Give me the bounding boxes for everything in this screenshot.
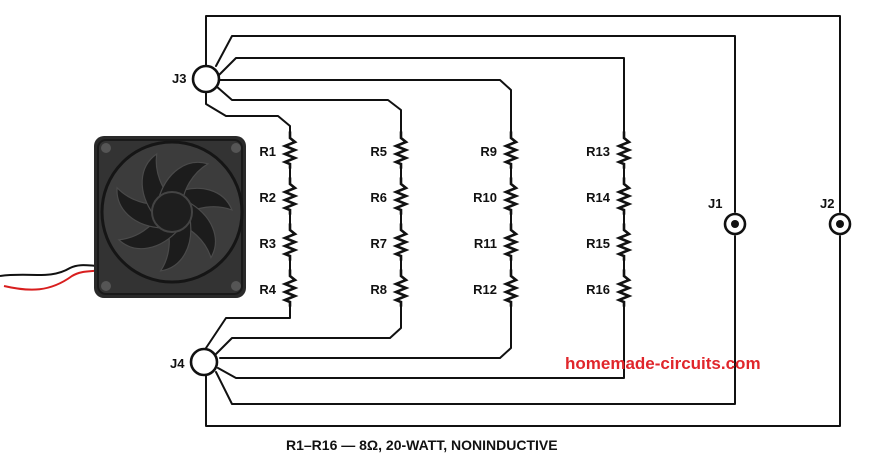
resistor-r13-label: R13 [586,144,610,159]
resistor-r15-symbol [615,222,633,262]
wire-j3-r1 [205,91,291,133]
jack-j3-label: J3 [172,71,186,86]
resistor-r10-symbol [502,176,520,216]
fan-red-wire [3,269,101,291]
watermark-text: homemade-circuits.com [565,354,761,373]
jack-j2-label: J2 [820,196,834,211]
fan-mount-hole-icon [231,281,241,291]
wire-j4-j2-bottom [205,235,841,427]
resistor-r4-symbol [281,268,299,308]
jack-j2-pin-icon [836,220,844,228]
wire-j3-r9 [218,79,512,133]
resistor-r11-label: R11 [474,236,497,251]
resistor-r15-label: R15 [586,236,610,251]
resistor-r16-symbol [615,268,633,308]
resistor-r8-label: R8 [370,282,387,297]
resistor-r4-label: R4 [259,282,276,297]
cooling-fan-image [0,136,246,298]
resistor-r6-symbol [392,176,410,216]
resistor-r1-symbol [281,130,299,170]
resistor-r9-label: R9 [480,144,497,159]
resistor-r9-symbol [502,130,520,170]
resistor-r12-label: R12 [473,282,497,297]
resistor-r6-label: R6 [370,190,387,205]
wire-j3-r5 [215,85,402,133]
wire-j3-j2-top [205,15,841,213]
resistor-r14-label: R14 [586,190,611,205]
wire-j4-r16 [217,303,625,379]
resistor-r5-label: R5 [370,144,387,159]
jack-j3-ring-icon [191,64,221,94]
resistor-r7-symbol [392,222,410,262]
wiring [205,15,841,427]
fan-mount-hole-icon [101,281,111,291]
resistor-r1-label: R1 [259,144,276,159]
resistor-r8-symbol [392,268,410,308]
resistor-r12-symbol [502,268,520,308]
resistor-r13-symbol [615,130,633,170]
jack-j3[interactable]: J3 [172,64,221,94]
jack-j1-label: J1 [708,196,722,211]
jack-j4-label: J4 [170,356,185,371]
component-caption: R1–R16 — 8Ω, 20-WATT, NONINDUCTIVE [286,437,558,453]
resistor-r3-label: R3 [259,236,276,251]
resistor-r5-symbol [392,130,410,170]
wire-j4-r4 [205,303,291,353]
resistor-r2-symbol [281,176,299,216]
resistor-r14-symbol [615,176,633,216]
wire-j4-j1-bottom [215,235,736,405]
resistor-r16-label: R16 [586,282,610,297]
jack-j1[interactable]: J1 [708,196,747,236]
resistor-r11-symbol [502,222,520,262]
wire-j3-j1-top [215,35,736,213]
fan-black-wire [0,264,101,277]
jack-j2[interactable]: J2 [820,196,852,236]
wire-j4-r12 [219,303,512,359]
jack-j1-pin-icon [731,220,739,228]
fan-hub [151,191,193,233]
jack-j4-ring-icon [189,347,219,377]
fan-mount-hole-icon [101,143,111,153]
wire-j4-r8 [215,303,402,355]
wire-j3-r13 [217,57,625,133]
resistor-r10-label: R10 [473,190,497,205]
jack-j4[interactable]: J4 [170,347,219,377]
resistor-r2-label: R2 [259,190,276,205]
resistor-r3-symbol [281,222,299,262]
fan-mount-hole-icon [231,143,241,153]
resistor-r7-label: R7 [370,236,387,251]
